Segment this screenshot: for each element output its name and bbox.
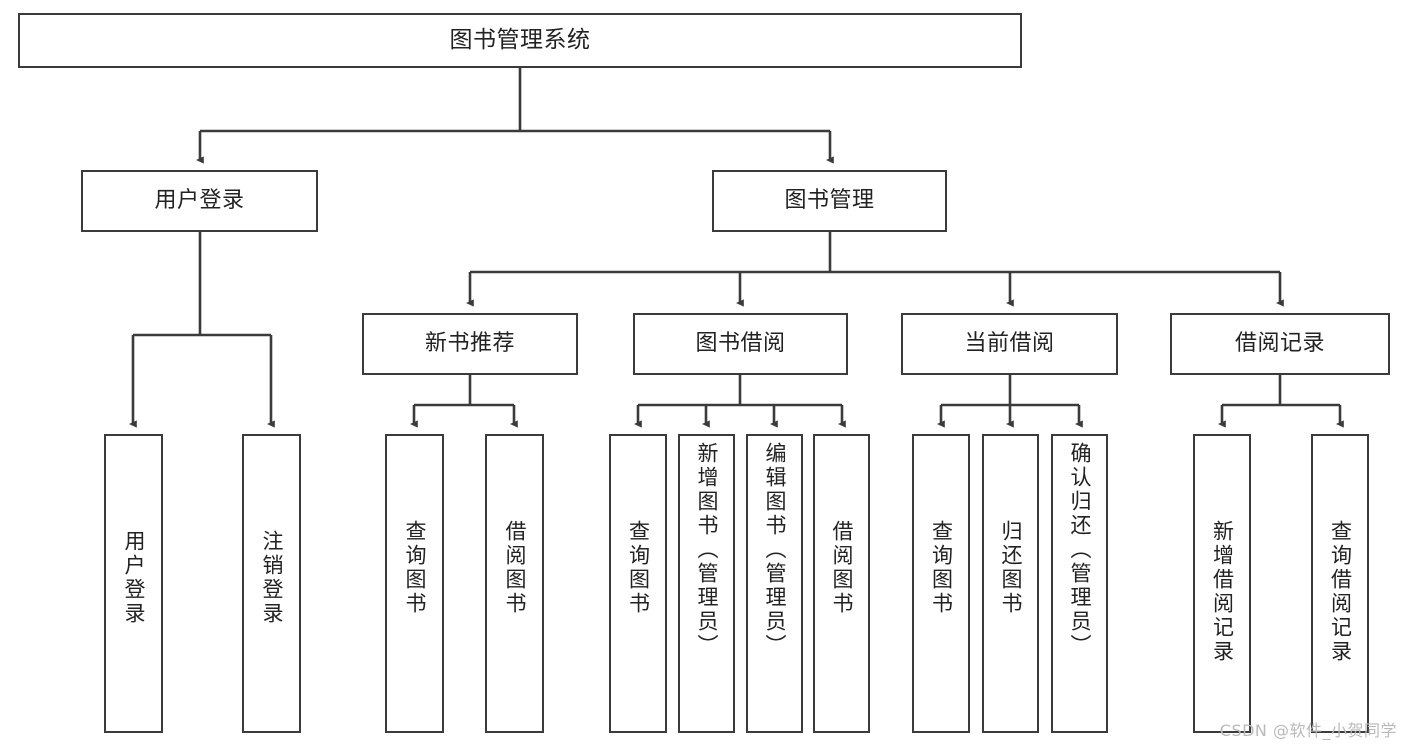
node-leaf-borrow-book-1[interactable]: 借阅图书 — [485, 434, 544, 733]
node-leaf-add-record[interactable]: 新增借阅记录 — [1193, 434, 1251, 733]
node-leaf-query-book-2[interactable]: 查询图书 — [609, 434, 667, 733]
node-leaf-add-book[interactable]: 新增图书（管理员） — [678, 434, 735, 733]
node-book-management[interactable]: 图书管理 — [712, 170, 947, 232]
node-leaf-query-book-3[interactable]: 查询图书 — [912, 434, 970, 733]
node-user-login-label: 用户登录 — [154, 187, 245, 213]
node-leaf-edit-book[interactable]: 编辑图书（管理员） — [746, 434, 803, 733]
node-new-book-recommend[interactable]: 新书推荐 — [362, 313, 578, 375]
node-leaf-query-book-2-label: 查询图书 — [626, 520, 651, 616]
node-root-label: 图书管理系统 — [449, 26, 591, 53]
node-leaf-edit-book-label: 编辑图书（管理员） — [763, 442, 787, 658]
node-leaf-borrow-book-1-label: 借阅图书 — [503, 520, 527, 616]
node-leaf-logout[interactable]: 注销登录 — [242, 434, 301, 733]
node-root[interactable]: 图书管理系统 — [18, 13, 1022, 68]
node-leaf-query-book-1-label: 查询图书 — [403, 520, 427, 616]
node-new-book-recommend-label: 新书推荐 — [424, 330, 515, 356]
node-leaf-return-book[interactable]: 归还图书 — [982, 434, 1039, 733]
node-leaf-borrow-book-2-label: 借阅图书 — [830, 520, 854, 616]
node-book-management-label: 图书管理 — [784, 187, 875, 213]
node-leaf-query-book-3-label: 查询图书 — [929, 520, 954, 616]
node-leaf-borrow-book-2[interactable]: 借阅图书 — [813, 434, 870, 733]
node-borrow-record[interactable]: 借阅记录 — [1170, 313, 1390, 375]
node-leaf-query-record[interactable]: 查询借阅记录 — [1311, 434, 1369, 733]
node-leaf-query-book-1[interactable]: 查询图书 — [385, 434, 444, 733]
node-leaf-add-record-label: 新增借阅记录 — [1210, 520, 1235, 664]
node-book-borrow[interactable]: 图书借阅 — [633, 313, 848, 375]
node-leaf-user-login[interactable]: 用户登录 — [104, 434, 163, 733]
node-book-borrow-label: 图书借阅 — [695, 330, 786, 356]
node-borrow-record-label: 借阅记录 — [1234, 330, 1325, 356]
node-leaf-user-login-label: 用户登录 — [122, 530, 146, 626]
node-leaf-confirm-return[interactable]: 确认归还（管理员） — [1051, 434, 1108, 733]
node-leaf-confirm-return-label: 确认归还（管理员） — [1068, 442, 1092, 658]
watermark-text: CSDN @软件_小贺同学 — [1219, 721, 1397, 740]
node-leaf-return-book-label: 归还图书 — [999, 520, 1023, 616]
node-user-login[interactable]: 用户登录 — [81, 170, 318, 232]
node-leaf-add-book-label: 新增图书（管理员） — [695, 442, 719, 658]
node-leaf-query-record-label: 查询借阅记录 — [1328, 520, 1353, 664]
node-leaf-logout-label: 注销登录 — [260, 530, 284, 626]
node-current-borrow-label: 当前借阅 — [964, 330, 1055, 356]
node-current-borrow[interactable]: 当前借阅 — [901, 313, 1118, 375]
